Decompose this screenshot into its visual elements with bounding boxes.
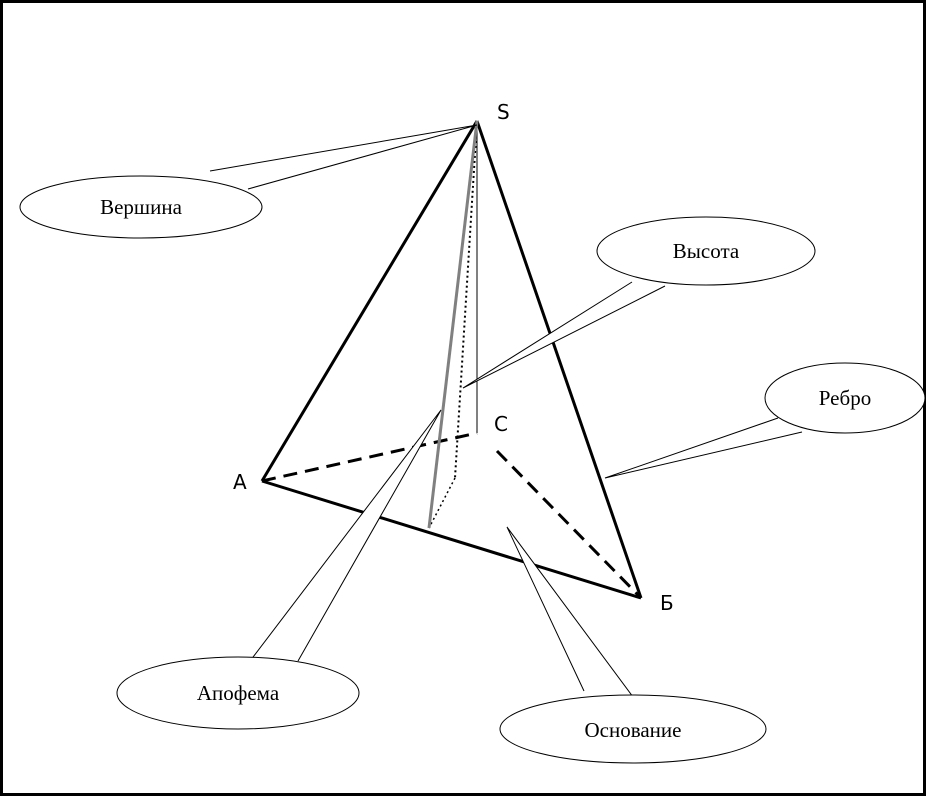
edge-SA <box>260 120 479 482</box>
callout-edge-label: Ребро <box>819 386 871 410</box>
callout-apex-label: Вершина <box>100 195 182 219</box>
apothem-line <box>427 120 479 529</box>
vertex-label-S: S <box>497 100 510 124</box>
callout-height-label: Высота <box>673 239 740 263</box>
callout-base-label: Основание <box>585 718 682 742</box>
height-line <box>454 120 478 479</box>
vertex-label-A: A <box>233 470 247 494</box>
callout-edge: Ребро <box>604 362 926 479</box>
callout-height: Высота <box>462 216 816 389</box>
callout-apothem: Апофема <box>116 409 442 730</box>
edge-AC-hidden <box>261 431 478 483</box>
foot-connector <box>428 477 456 529</box>
vertex-label-C: C <box>494 412 508 436</box>
edge-AB <box>261 479 642 600</box>
edge-SB <box>475 120 643 599</box>
callout-apothem-label: Апофема <box>197 681 280 705</box>
edge-CB-hidden <box>495 449 643 600</box>
callout-apex: Вершина <box>19 124 478 239</box>
callout-base: Основание <box>499 526 767 764</box>
vertex-label-B: Б <box>660 591 674 615</box>
